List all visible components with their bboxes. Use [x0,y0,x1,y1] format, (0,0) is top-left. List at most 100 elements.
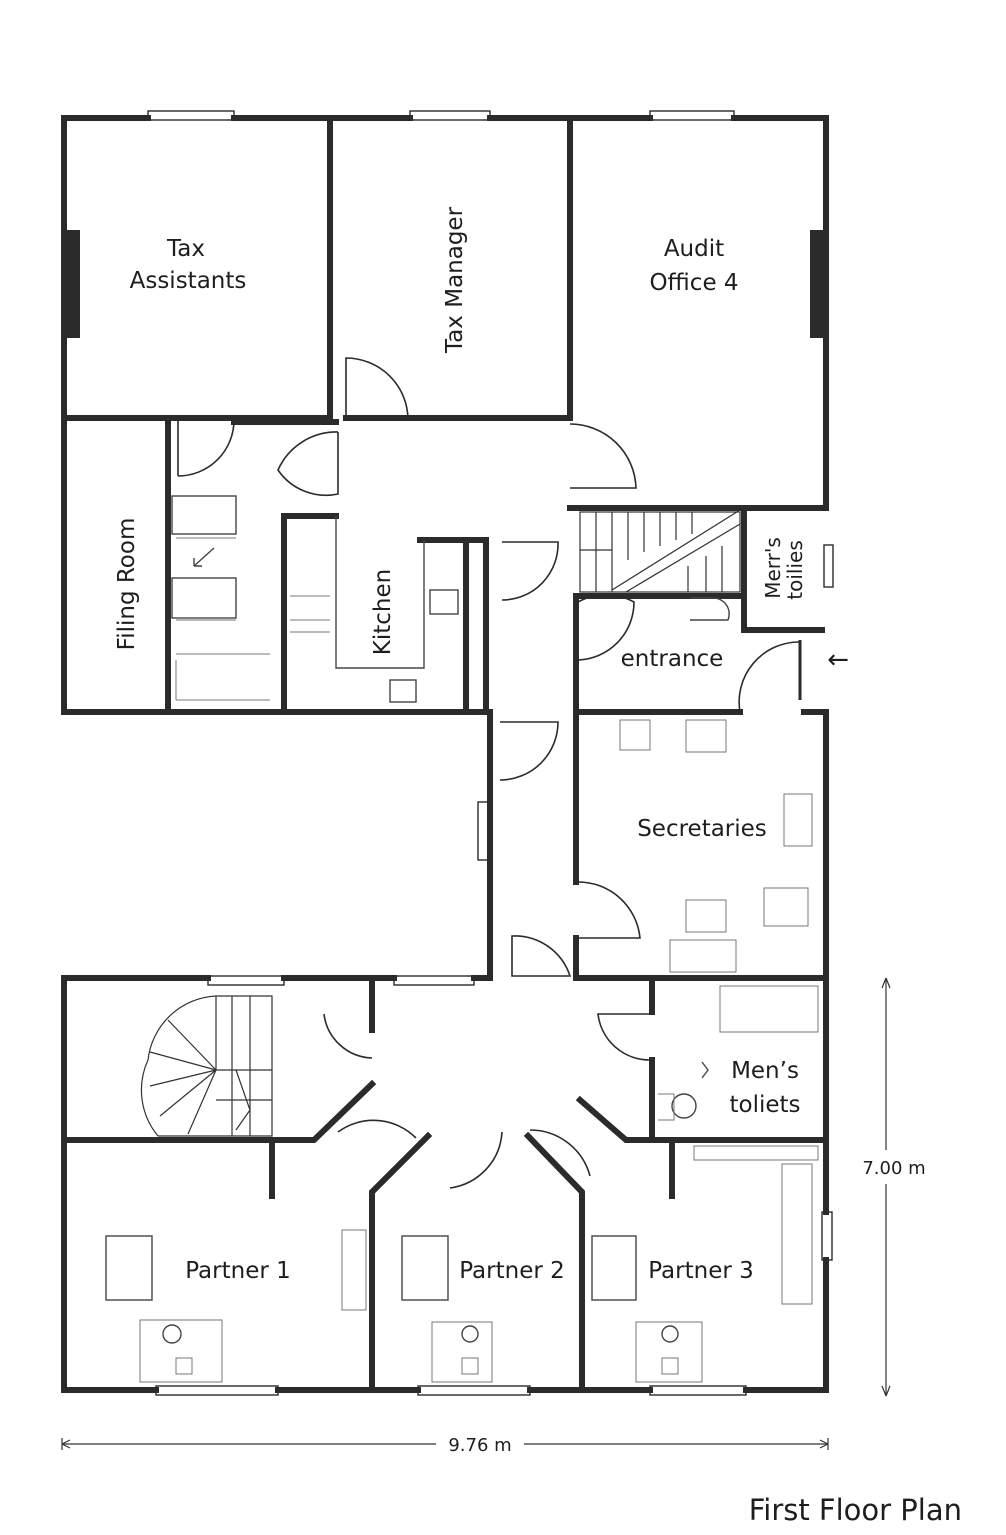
label-tax-assistants-line2: Assistants [130,268,247,294]
dimension-height-label: 7.00 m [862,1158,925,1179]
filing-shelves [175,537,270,701]
partner-1-chair [162,1324,182,1344]
door-stairwell [323,1013,373,1059]
label-tax-manager: Tax Manager [442,206,468,354]
walls [61,115,829,1393]
label-partner-2: Partner 2 [459,1258,565,1284]
window-partner-1 [155,1385,279,1396]
label-partner-1: Partner 1 [185,1258,291,1284]
partner-3-bin [661,1357,679,1375]
label-mens-toilets-upper-line2: toilies [783,540,807,599]
urinal-block [719,985,819,1033]
label-mens-toilets-upper-line1: Merr's [761,537,785,599]
wall-mens-toilets-upper [741,505,825,633]
door-partner-3 [529,1129,591,1177]
chimney-pier-right [810,230,824,338]
secretary-desk-2 [763,887,809,927]
kitchen-appliance [389,679,417,703]
stairs-spiral-arc [140,995,217,1137]
dimension-height-ticks [881,977,891,1397]
label-kitchen: Kitchen [370,569,396,655]
partner-3-shelf-side [781,1163,813,1305]
window-audit-office [649,110,735,121]
toilet-lower-mark [701,1061,709,1079]
partner-3-shelf-top [693,1145,819,1161]
partner-3-chair [661,1325,679,1343]
window-stairwell [207,975,285,986]
filing-arrow [193,547,215,567]
kitchen-counter [335,516,425,669]
partner-1-bin [175,1357,193,1375]
label-audit-office-line2: Office 4 [649,270,738,296]
wall-mens-toilets-bottom [575,1095,829,1143]
plan-title: First Floor Plan [749,1493,962,1527]
label-audit-office-line1: Audit [664,236,724,262]
wall-top [61,115,829,511]
label-partner-3: Partner 3 [648,1258,754,1284]
window-partner-3 [649,1385,747,1396]
secretary-desk-4 [669,939,737,973]
label-mens-toilets-lower-line1: Men’s [731,1058,799,1084]
label-mens-toilets-lower-line2: toliets [729,1092,800,1118]
door-tax-assistants [177,419,235,477]
label-filing-room: Filing Room [114,518,140,651]
stairs-spiral-steps [149,996,272,1136]
toilet-lower [671,1093,697,1119]
wall-partner-1-2 [369,1131,433,1393]
door-secretaries [577,881,641,939]
door-mens-toilets [597,1013,651,1061]
wall-partner-2-3 [523,1131,585,1393]
window-mens-toilets-upper [823,544,834,588]
chimney-pier-left [66,230,80,338]
partner-1-shelf [341,1229,367,1311]
door-corridor-upper [501,541,559,601]
partner-2-bin [461,1357,479,1375]
filing-cabinet-1 [171,495,237,535]
furniture [105,495,819,1383]
window-partner-3-side [821,1211,833,1261]
partner-2-desk [401,1235,449,1301]
dimension-width: 9.76 m [61,1435,829,1456]
secretary-desk-3 [685,899,727,933]
label-tax-assistants-line1: Tax [166,236,205,262]
stairs-spiral-outline [158,995,273,1137]
label-secretaries: Secretaries [637,816,767,842]
doors [177,357,801,1189]
door-entrance-left [577,593,635,661]
secretary-desk-1 [783,793,813,847]
label-entrance: entrance [621,646,724,672]
window-hall [393,975,475,986]
entrance-arrow-icon: ← [827,645,849,675]
window-tax-manager [409,110,491,121]
kitchen-sink [429,589,459,615]
window-partner-2 [417,1385,531,1396]
windows [147,110,834,1396]
kitchen-shelves [290,595,330,633]
dimension-width-ticks [61,1438,829,1450]
partner-2-chair [461,1325,479,1343]
secretary-chair-1 [619,719,651,751]
partner-1-workstation [139,1319,223,1383]
dimension-height: 7.00 m [862,977,926,1397]
door-corridor-left [277,431,339,497]
stairs-spiral [140,995,273,1137]
room-labels: Tax Assistants Tax Manager Audit Office … [114,206,807,1284]
door-audit-office [569,423,637,489]
door-tax-manager [345,357,409,421]
toilet-lower-cistern [658,1093,675,1121]
wall-right-lower [801,709,829,979]
door-entrance-main [738,641,801,713]
door-corridor-middle [499,721,559,781]
toilet-upper [690,597,730,621]
dimension-width-label: 9.76 m [448,1435,511,1456]
door-partner-2 [449,1131,503,1189]
door-hall-upper [511,935,572,977]
stairs-upper [579,509,741,593]
partner-1-desk [105,1235,153,1301]
wall-stairwell-bottom [61,1079,377,1143]
door-partner-1 [337,1119,417,1139]
partner-3-workstation [635,1321,703,1383]
wall-lower-outline [61,975,829,1393]
partner-2-workstation [431,1321,493,1383]
